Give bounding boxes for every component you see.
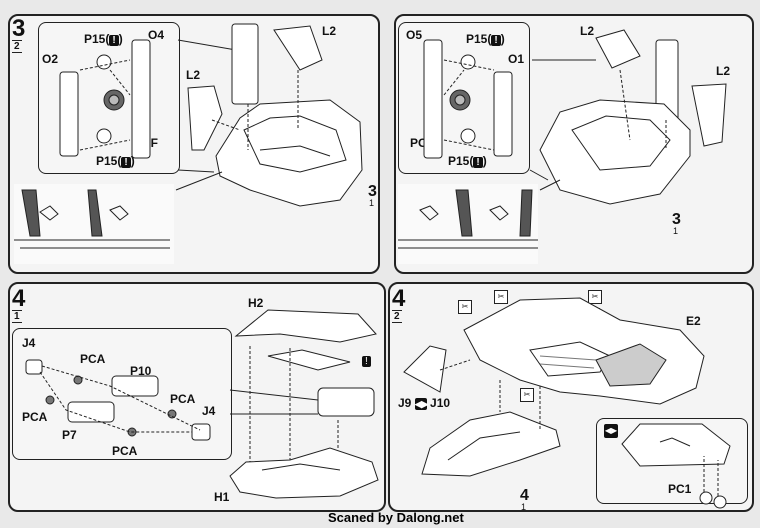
part-label-j4: J4 bbox=[22, 336, 36, 350]
reference-substep: 1 bbox=[521, 502, 527, 512]
reference-step: 4 bbox=[520, 487, 529, 504]
part-label-pca: PCA bbox=[170, 392, 196, 406]
step-number: 4 bbox=[12, 285, 26, 312]
part-label-j9-j10: J9 ◀▶ J10 bbox=[398, 396, 451, 410]
part-label-p10: P10 bbox=[130, 364, 152, 378]
swap-icon: ◀▶ bbox=[414, 398, 429, 410]
part-label-h2: H2 bbox=[248, 296, 264, 310]
part-label-p15: P15(!) bbox=[466, 32, 505, 46]
part-label-h1: H1 bbox=[214, 490, 230, 504]
step-number: 4 bbox=[392, 285, 406, 312]
part-label-l2: L2 bbox=[322, 24, 337, 38]
part-label-e2: E2 bbox=[686, 314, 701, 328]
substep-number: 1 bbox=[12, 310, 22, 323]
part-label-o1: O1 bbox=[508, 52, 525, 66]
part-label-p15: P15(!) bbox=[84, 32, 123, 46]
swap-icon: ◀▶ bbox=[604, 424, 618, 438]
substep-number: 2 bbox=[392, 310, 402, 323]
cutter-icon: ✂ bbox=[494, 290, 508, 304]
part-label-o4: O4 bbox=[148, 28, 165, 42]
reference-substep: 1 bbox=[673, 226, 679, 236]
part-label-p15: P15(!) bbox=[448, 154, 487, 168]
part-label-l2: L2 bbox=[580, 24, 595, 38]
cutter-icon: ✂ bbox=[588, 290, 602, 304]
part-label-pc1: PC1 bbox=[668, 482, 692, 496]
cutter-icon: ✂ bbox=[458, 300, 472, 314]
step-number: 3 bbox=[12, 15, 26, 42]
warning-icon: ! bbox=[109, 35, 119, 46]
reference-step: 3 bbox=[672, 211, 681, 228]
reference-step: 3 bbox=[368, 183, 377, 200]
warning-icon: ! bbox=[473, 157, 483, 168]
part-label-o2: O2 bbox=[42, 52, 59, 66]
warning-icon: ! bbox=[121, 157, 131, 168]
part-label-l2: L2 bbox=[716, 64, 731, 78]
reference-substep: 1 bbox=[369, 198, 375, 208]
warning-icon: ! bbox=[362, 356, 371, 367]
part-label-l2: L2 bbox=[186, 68, 201, 82]
part-label-pca: PCA bbox=[80, 352, 106, 366]
part-label-o5: O5 bbox=[406, 28, 423, 42]
part-label-j4: J4 bbox=[202, 404, 216, 418]
part-label-p7: P7 bbox=[62, 428, 77, 442]
cutter-icon: ✂ bbox=[520, 388, 534, 402]
part-label-pca: PCA bbox=[22, 410, 48, 424]
scanner-credit: Scaned by Dalong.net bbox=[328, 510, 464, 525]
warning-icon: ! bbox=[491, 35, 501, 46]
part-label-p15: P15(!) bbox=[96, 154, 135, 168]
substep-number: 2 bbox=[12, 40, 22, 53]
part-label-pca: PCA bbox=[112, 444, 138, 458]
